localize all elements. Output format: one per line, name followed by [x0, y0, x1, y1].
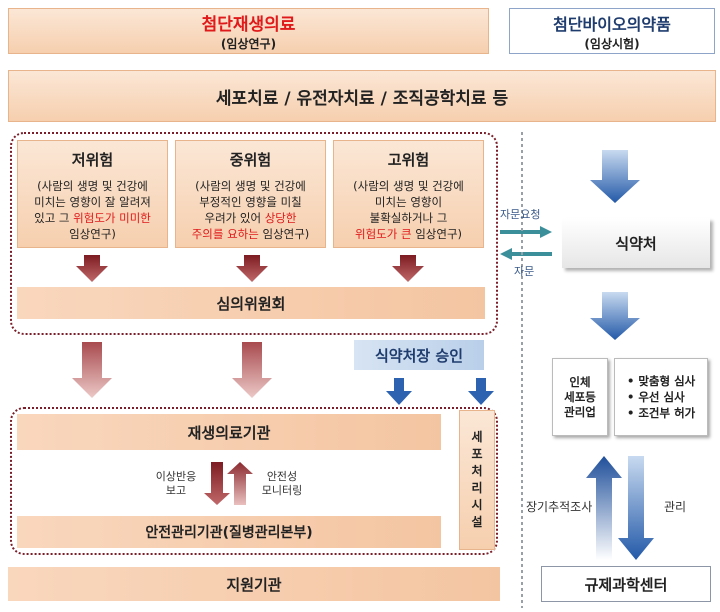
- regen-institution-label: 재생의료기관: [187, 423, 271, 442]
- risk-mid-line4: 임상연구): [258, 227, 310, 241]
- cell-facility-char-6: 설: [471, 515, 483, 529]
- risk-mid-line4-red: 주의를 요하는: [191, 227, 259, 241]
- consult-arrowhead: [500, 248, 512, 260]
- arrow-high-down: [392, 255, 424, 282]
- consult-label: 자문: [514, 265, 535, 278]
- adverse-line1: 이상반응: [155, 470, 197, 483]
- arrow-approval-left: [386, 378, 412, 405]
- risk-high-line3: 불확실하거나 그: [369, 211, 448, 225]
- risk-high-line4: 임상연구): [411, 227, 463, 241]
- adverse-report-label: 이상반응 보고: [150, 470, 202, 498]
- therapy-banner-text: 세포치료 / 유전자치료 / 조직공학치료 등: [215, 88, 509, 109]
- risk-mid-title: 중위험: [229, 151, 272, 169]
- institution-group-box: [10, 407, 498, 555]
- arrow-adverse-down: [204, 462, 230, 505]
- risk-high-title: 고위험: [387, 151, 430, 169]
- safety-agency-bar: 안전관리기관(질병관리본부): [17, 516, 441, 548]
- adverse-line2: 보고: [165, 484, 187, 497]
- arrow-mfds-down: [590, 292, 640, 340]
- review-custom: • 맞춤형 심사: [627, 374, 696, 388]
- regen-title: 첨단재생의료: [201, 15, 296, 35]
- cell-business-line3: 관리업: [564, 404, 596, 419]
- bio-header: 첨단바이오의약품 (임상시험): [509, 8, 715, 54]
- support-label: 지원기관: [226, 575, 282, 594]
- bio-subtitle: (임상시험): [584, 36, 640, 51]
- cell-facility-char-1: 세: [471, 430, 483, 444]
- approval-label: 식약처장 승인: [374, 346, 464, 365]
- arrow-long-term-up: [586, 456, 622, 560]
- risk-mid-line3-red: 상당한: [264, 211, 297, 225]
- arrow-safety-up: [227, 462, 253, 505]
- risk-low-line4: 임상연구): [69, 227, 116, 241]
- risk-low-line1: (사람의 생명 및 건강에: [37, 179, 148, 193]
- science-center-label: 규제과학센터: [584, 575, 668, 594]
- regen-institution-bar: 재생의료기관: [17, 414, 441, 450]
- manage-label: 관리: [664, 500, 687, 514]
- support-bar: 지원기관: [8, 567, 500, 601]
- cell-business-line2: 세포등: [564, 389, 596, 404]
- arrow-bio-to-mfds: [590, 150, 640, 203]
- risk-high-line1: (사람의 생명 및 건강에: [353, 179, 464, 193]
- risk-mid-line3: 우려가 있어: [204, 211, 265, 225]
- consult-request-label: 자문요청: [500, 208, 541, 221]
- committee-bar: 심의위원회: [17, 287, 485, 319]
- science-center-box: 규제과학센터: [541, 566, 711, 602]
- safety-line1: 안전성: [266, 470, 298, 483]
- risk-low-line2: 미치는 영향이 잘 알려져: [34, 195, 151, 209]
- risk-mid-box: 중위험 (사람의 생명 및 건강에 부정적인 영향을 미칠 우려가 있어 상당한…: [175, 140, 326, 248]
- risk-low-line3: 있고 그: [34, 211, 74, 225]
- cell-facility-char-2: 포: [471, 447, 483, 461]
- cell-business-box: 인체 세포등 관리업: [552, 358, 608, 436]
- long-term-label: 장기추적조사: [526, 500, 593, 514]
- cell-business-line1: 인체: [569, 374, 591, 389]
- approval-banner: 식약처장 승인: [354, 340, 484, 370]
- cell-facility-char-5: 시: [471, 498, 483, 512]
- arrow-low-down: [76, 255, 108, 282]
- risk-low-line3-red: 위험도가 미미한: [73, 211, 151, 225]
- cell-facility-char-3: 처: [471, 464, 483, 478]
- risk-group-box: [10, 132, 498, 335]
- safety-agency-label: 안전관리기관(질병관리본부): [145, 525, 313, 541]
- risk-mid-line2: 부정적인 영향을 미칠: [199, 195, 302, 209]
- review-priority: • 우선 심사: [627, 390, 685, 404]
- safety-monitoring-label: 안전성 모니터링: [254, 470, 310, 498]
- consult-request-arrowhead: [540, 226, 552, 238]
- review-conditional: • 조건부 허가: [627, 406, 696, 420]
- mfds-box: 식약처: [562, 218, 710, 268]
- risk-high-box: 고위험 (사람의 생명 및 건강에 미치는 영향이 불확실하거나 그 위험도가 …: [333, 140, 484, 248]
- regen-header: 첨단재생의료 (임상연구): [8, 8, 489, 54]
- risk-low-box: 저위험 (사람의 생명 및 건강에 미치는 영향이 잘 알려져 있고 그 위험도…: [17, 140, 168, 248]
- risk-high-line4-red: 위험도가 큰: [354, 227, 412, 241]
- review-options-box: • 맞춤형 심사 • 우선 심사 • 조건부 허가: [614, 358, 708, 436]
- arrow-approval-right: [468, 378, 494, 405]
- arrow-committee-down-left: [72, 342, 112, 398]
- arrow-manage-down: [618, 456, 654, 560]
- risk-mid-line1: (사람의 생명 및 건강에: [195, 179, 306, 193]
- bio-title: 첨단바이오의약품: [553, 14, 671, 34]
- therapy-banner: 세포치료 / 유전자치료 / 조직공학치료 등: [8, 70, 716, 122]
- risk-high-line2: 미치는 영향이: [374, 195, 443, 209]
- cell-facility-box: 세 포 처 리 시 설: [459, 410, 495, 550]
- arrow-committee-down-mid: [232, 342, 272, 398]
- regen-subtitle: (임상연구): [220, 37, 277, 51]
- arrow-mid-down: [236, 255, 268, 282]
- safety-line2: 모니터링: [261, 484, 303, 497]
- committee-label: 심의위원회: [216, 294, 286, 313]
- risk-low-title: 저위험: [71, 151, 114, 169]
- cell-facility-char-4: 리: [471, 481, 483, 495]
- mfds-label: 식약처: [615, 234, 657, 253]
